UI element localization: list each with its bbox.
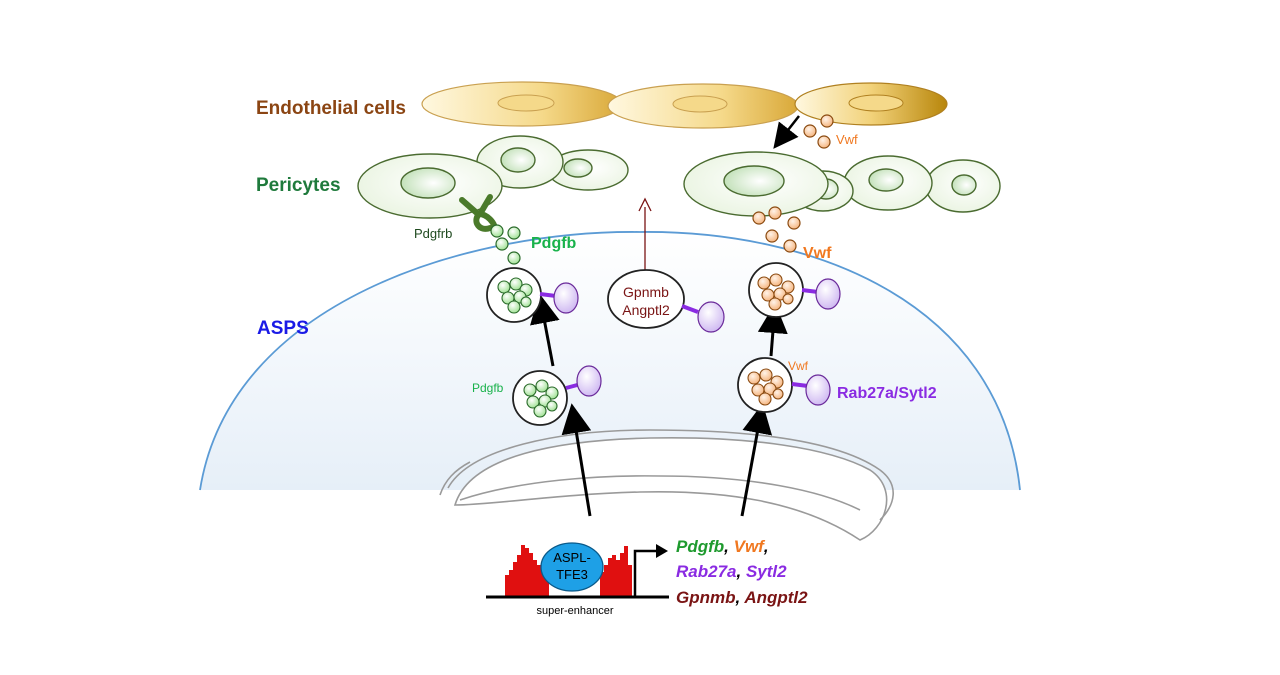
gene-sytl2: Sytl2	[746, 562, 787, 581]
gene-angptl2: Angptl2	[743, 588, 808, 607]
gene-list-line3: Gpnmb, Angptl2	[676, 588, 808, 607]
label-asps: ASPS	[257, 318, 309, 339]
vesicle-vwf-upper	[748, 262, 841, 318]
endothelial-nucleus	[672, 95, 728, 113]
gene-gpnmb: Gpnmb	[676, 588, 736, 607]
super-enhancer-peaks	[505, 545, 632, 597]
endothelial-nucleus	[848, 94, 904, 112]
label-pericytes: Pericytes	[256, 175, 341, 196]
gene-vwf: Vwf	[734, 537, 767, 556]
gene-sep: ,	[763, 537, 769, 556]
vesicle-pdgfb-lower	[512, 365, 602, 426]
label-vwf-mid: Vwf	[803, 245, 832, 262]
label-vwf-small: Vwf	[788, 359, 809, 373]
endothelial-nucleus	[497, 94, 555, 112]
label-aspl: ASPL-	[553, 550, 591, 565]
nucleus	[439, 429, 894, 541]
gene-sep: ,	[735, 588, 745, 607]
label-rab27a-sytl2: Rab27a/Sytl2	[837, 385, 937, 402]
label-gpnmb: Gpnmb	[623, 284, 669, 300]
pdgfrb-receptor	[459, 194, 499, 235]
asps-cell	[200, 231, 1020, 490]
gene-sep: ,	[735, 562, 745, 581]
gene-list-line1: Pdgfb, Vwf,	[676, 537, 769, 556]
label-pdgfb-top: Pdgfb	[531, 235, 577, 252]
gene-rab27a: Rab27a	[676, 562, 736, 581]
label-pdgfb-small: Pdgfb	[472, 381, 504, 395]
vwf-secreted-mid	[752, 206, 801, 253]
pericytes-right	[683, 151, 1001, 217]
gene-pdgfb: Pdgfb	[676, 537, 724, 556]
label-endothelial-cells: Endothelial cells	[256, 98, 406, 119]
label-angptl2: Angptl2	[622, 302, 670, 318]
vwf-secreted-top	[803, 114, 834, 149]
label-tfe3: TFE3	[556, 567, 588, 582]
pdgfb-secreted	[490, 224, 521, 265]
label-pdgfrb: Pdgfrb	[414, 226, 452, 241]
transport-arrows	[530, 293, 788, 517]
arrow-vwf-to-pericyte	[773, 115, 800, 149]
asps-cell-membrane	[199, 231, 1021, 491]
aspl-tfe3-protein	[540, 542, 604, 592]
label-vwf-top: Vwf	[836, 132, 858, 147]
tss-arrow	[633, 549, 658, 597]
endothelial-cells	[421, 81, 948, 129]
vesicle-pdgfb-upper	[486, 267, 579, 323]
pericytes-left	[357, 135, 629, 219]
arrow-gpnmb-head	[638, 197, 652, 212]
label-super-enhancer: super-enhancer	[536, 605, 613, 617]
vesicle-vwf-lower	[737, 357, 831, 413]
gene-list-line2: Rab27a, Sytl2	[676, 562, 787, 581]
gene-sep: ,	[723, 537, 733, 556]
vesicle-gpnmb	[607, 269, 725, 333]
tss-arrow-head	[656, 544, 668, 558]
